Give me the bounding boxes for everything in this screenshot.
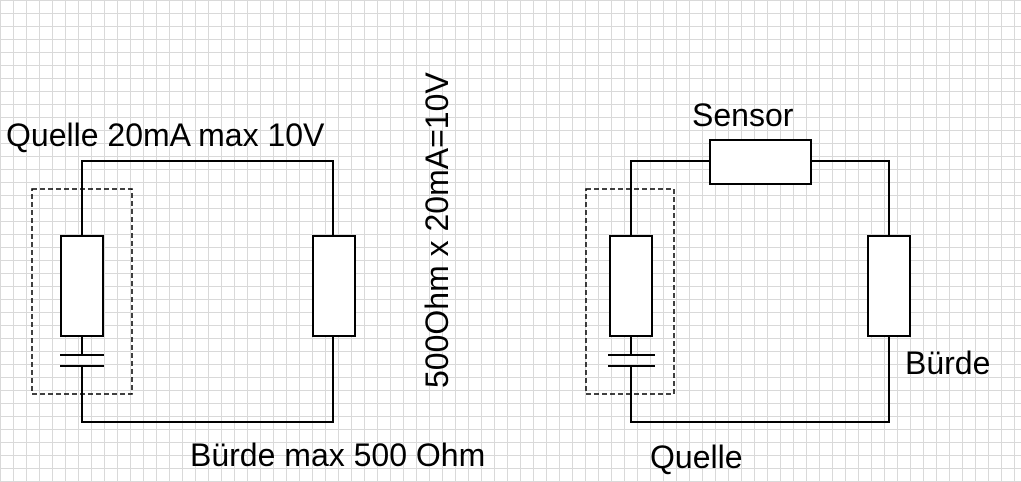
right-circuit-top-left-wire <box>630 160 710 236</box>
left-source-label: Quelle 20mA max 10V <box>6 117 325 153</box>
right-circuit: Sensor Bürde Quelle <box>585 97 990 475</box>
right-burden-label: Bürde <box>905 345 990 381</box>
right-circuit-top-right-wire <box>811 160 890 236</box>
right-circuit-bottom-wire <box>630 336 890 423</box>
left-burden-label: Bürde max 500 Ohm <box>190 437 485 473</box>
left-source-enclosure <box>31 188 133 395</box>
right-burden-resistor <box>867 235 911 337</box>
left-circuit-bottom-wire <box>81 336 334 423</box>
right-source-label: Quelle <box>650 439 743 475</box>
right-source-resistor <box>609 235 653 337</box>
left-source-resistor <box>60 235 104 337</box>
right-source-enclosure <box>585 188 675 395</box>
left-circuit: Quelle 20mA max 10V Bürde max 500 Ohm <box>6 117 485 473</box>
left-circuit-top-wire <box>81 160 334 236</box>
sensor-label: Sensor <box>692 97 794 133</box>
calculation-label: 500Ohm x 20mA=10V <box>419 72 455 388</box>
right-battery-symbol <box>608 354 655 373</box>
sensor-resistor <box>709 139 812 185</box>
left-burden-resistor <box>312 235 356 337</box>
left-battery-symbol <box>60 354 104 373</box>
